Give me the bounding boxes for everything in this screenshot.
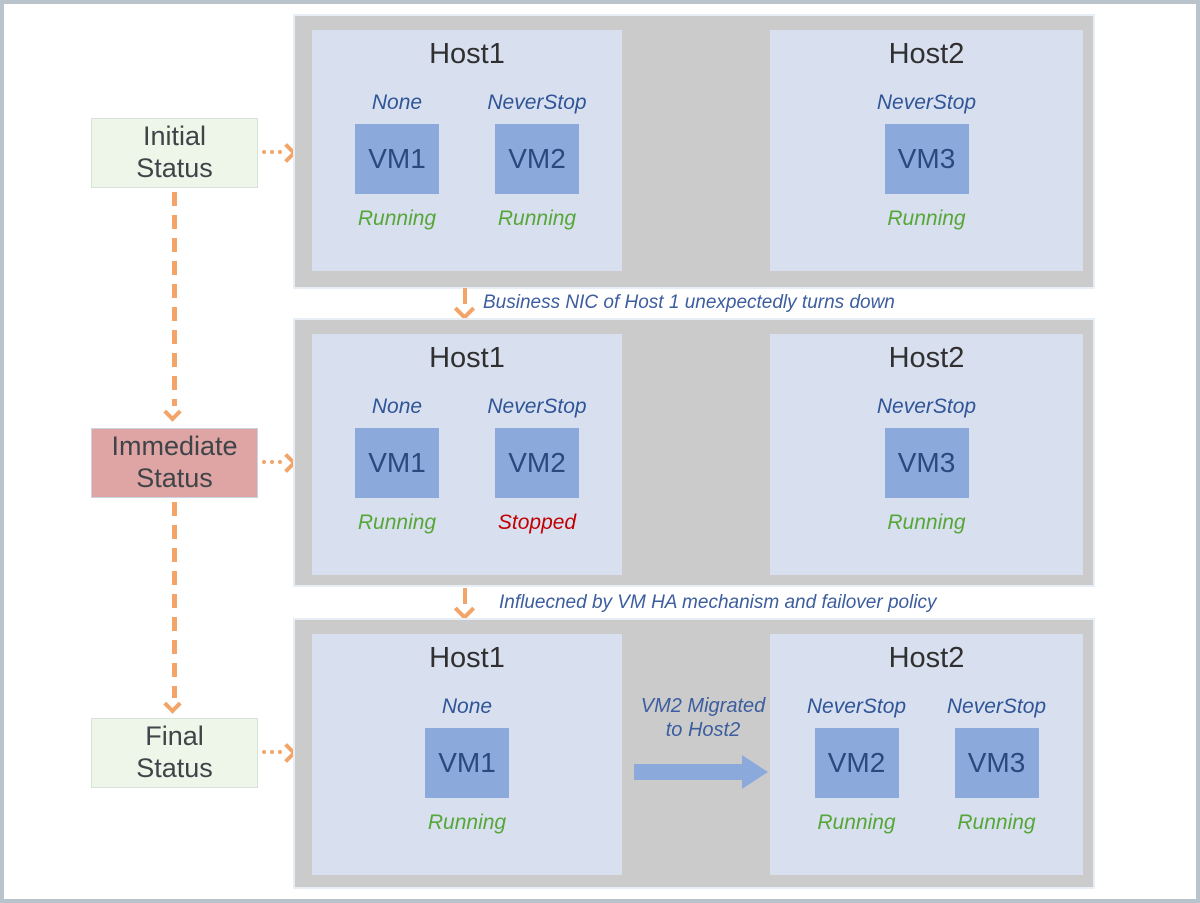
vm-policy-label: NeverStop bbox=[876, 395, 977, 418]
vm-group-vm1: None VM1 Running bbox=[411, 695, 523, 835]
vm-status-label: Running bbox=[957, 811, 1036, 834]
vm-group-vm2: NeverStop VM2 Running bbox=[481, 91, 593, 231]
status-label-initial-text: Initial Status bbox=[136, 121, 213, 183]
vm-policy-label: NeverStop bbox=[946, 695, 1047, 718]
host-title: Host2 bbox=[888, 38, 965, 70]
vm-status-label: Running bbox=[817, 811, 896, 834]
vm-name: VM2 bbox=[508, 447, 566, 478]
vm-box: VM2 bbox=[814, 728, 899, 798]
host-title: Host2 bbox=[888, 342, 965, 374]
vm-policy-label: NeverStop bbox=[487, 91, 587, 114]
vm-group-vm2: NeverStop VM2 Running bbox=[801, 695, 913, 835]
vm-box: VM3 bbox=[884, 124, 969, 194]
host-box-host1: Host1 None VM1 Running bbox=[312, 634, 622, 875]
transition-text-2: Influecned by VM HA mechanism and failov… bbox=[499, 592, 937, 613]
vm-row: NeverStop VM3 Running bbox=[871, 91, 983, 231]
panel-immediate-status: Host1 None VM1 Running NeverStop VM2 Sto… bbox=[293, 318, 1095, 587]
vm-group-vm3: NeverStop VM3 Running bbox=[941, 695, 1053, 835]
arrow-down-icon bbox=[163, 695, 182, 714]
vm-box: VM3 bbox=[954, 728, 1039, 798]
host-title: Host1 bbox=[429, 342, 505, 374]
vm-group-vm1: None VM1 Running bbox=[341, 91, 453, 231]
vm-status-label: Running bbox=[427, 811, 507, 834]
transition-arrow-down-icon bbox=[463, 288, 467, 304]
vm-status-label: Running bbox=[887, 207, 966, 230]
vm-name: VM3 bbox=[967, 747, 1026, 778]
migration-label: VM2 Migrated to Host2 bbox=[640, 695, 766, 742]
vm-group-vm3: NeverStop VM3 Running bbox=[871, 91, 983, 231]
vm-name: VM2 bbox=[827, 747, 886, 778]
vm-row: NeverStop VM2 Running NeverStop VM3 Runn… bbox=[801, 695, 1053, 835]
vm-policy-label: None bbox=[441, 695, 493, 718]
vm-name: VM2 bbox=[508, 143, 566, 174]
vm-box: VM2 bbox=[495, 124, 579, 194]
vm-row: None VM1 Running NeverStop VM2 Stopped bbox=[341, 395, 593, 535]
vm-box: VM1 bbox=[425, 728, 509, 798]
vm-status-label: Running bbox=[357, 511, 437, 534]
vm-box: VM2 bbox=[495, 428, 579, 498]
host-box-host2: Host2 NeverStop VM3 Running bbox=[770, 30, 1083, 271]
vm-name: VM3 bbox=[897, 447, 956, 478]
vm-name: VM3 bbox=[897, 143, 956, 174]
vm-name: VM1 bbox=[368, 447, 426, 478]
vm-name: VM1 bbox=[368, 143, 426, 174]
vm-row: None VM1 Running bbox=[411, 695, 523, 835]
vm-group-vm3: NeverStop VM3 Running bbox=[871, 395, 983, 535]
host-box-host2: Host2 NeverStop VM2 Running NeverStop VM… bbox=[770, 634, 1083, 875]
status-label-initial: Initial Status bbox=[91, 118, 258, 188]
host-box-host2: Host2 NeverStop VM3 Running bbox=[770, 334, 1083, 575]
vm-box: VM1 bbox=[355, 428, 439, 498]
vm-policy-label: None bbox=[371, 91, 423, 114]
vm-group-vm2: NeverStop VM2 Stopped bbox=[481, 395, 593, 535]
host-title: Host1 bbox=[429, 642, 505, 674]
vm-policy-label: NeverStop bbox=[806, 695, 907, 718]
vm-status-label: Stopped bbox=[497, 511, 577, 534]
status-label-immediate-text: Immediate Status bbox=[111, 431, 238, 493]
vm-group-vm1: None VM1 Running bbox=[341, 395, 453, 535]
vm-row: None VM1 Running NeverStop VM2 Running bbox=[341, 91, 593, 231]
status-label-final-text: Final Status bbox=[136, 721, 213, 783]
vm-row: NeverStop VM3 Running bbox=[871, 395, 983, 535]
vm-box: VM1 bbox=[355, 124, 439, 194]
host-title: Host2 bbox=[888, 642, 965, 674]
panel-final-status: Host1 None VM1 Running VM2 Migrated to H… bbox=[293, 618, 1095, 889]
vm-policy-label: None bbox=[371, 395, 423, 418]
host-box-host1: Host1 None VM1 Running NeverStop VM2 Run… bbox=[312, 30, 622, 271]
vm-policy-label: NeverStop bbox=[876, 91, 977, 114]
vm-name: VM1 bbox=[438, 747, 496, 778]
vm-policy-label: NeverStop bbox=[487, 395, 587, 418]
vm-status-label: Running bbox=[357, 207, 437, 230]
status-label-final: Final Status bbox=[91, 718, 258, 788]
flow-dashed-line-2 bbox=[172, 502, 177, 698]
vm-status-label: Running bbox=[497, 207, 577, 230]
dotted-arrow-right-icon bbox=[262, 150, 282, 154]
migration-annotation: VM2 Migrated to Host2 bbox=[620, 694, 786, 789]
dotted-arrow-right-icon bbox=[262, 750, 282, 754]
transition-arrow-down-icon bbox=[463, 588, 467, 604]
vm-status-label: Running bbox=[887, 511, 966, 534]
status-label-immediate: Immediate Status bbox=[91, 428, 258, 498]
dotted-arrow-right-icon bbox=[262, 460, 282, 464]
arrow-down-icon bbox=[163, 403, 182, 422]
migration-arrow-right-icon bbox=[620, 754, 786, 789]
vm-box: VM3 bbox=[884, 428, 969, 498]
flow-dashed-line-1 bbox=[172, 192, 177, 406]
host-box-host1: Host1 None VM1 Running NeverStop VM2 Sto… bbox=[312, 334, 622, 575]
host-title: Host1 bbox=[429, 38, 505, 70]
panel-initial-status: Host1 None VM1 Running NeverStop VM2 Run… bbox=[293, 14, 1095, 289]
transition-text-1: Business NIC of Host 1 unexpectedly turn… bbox=[483, 292, 895, 313]
